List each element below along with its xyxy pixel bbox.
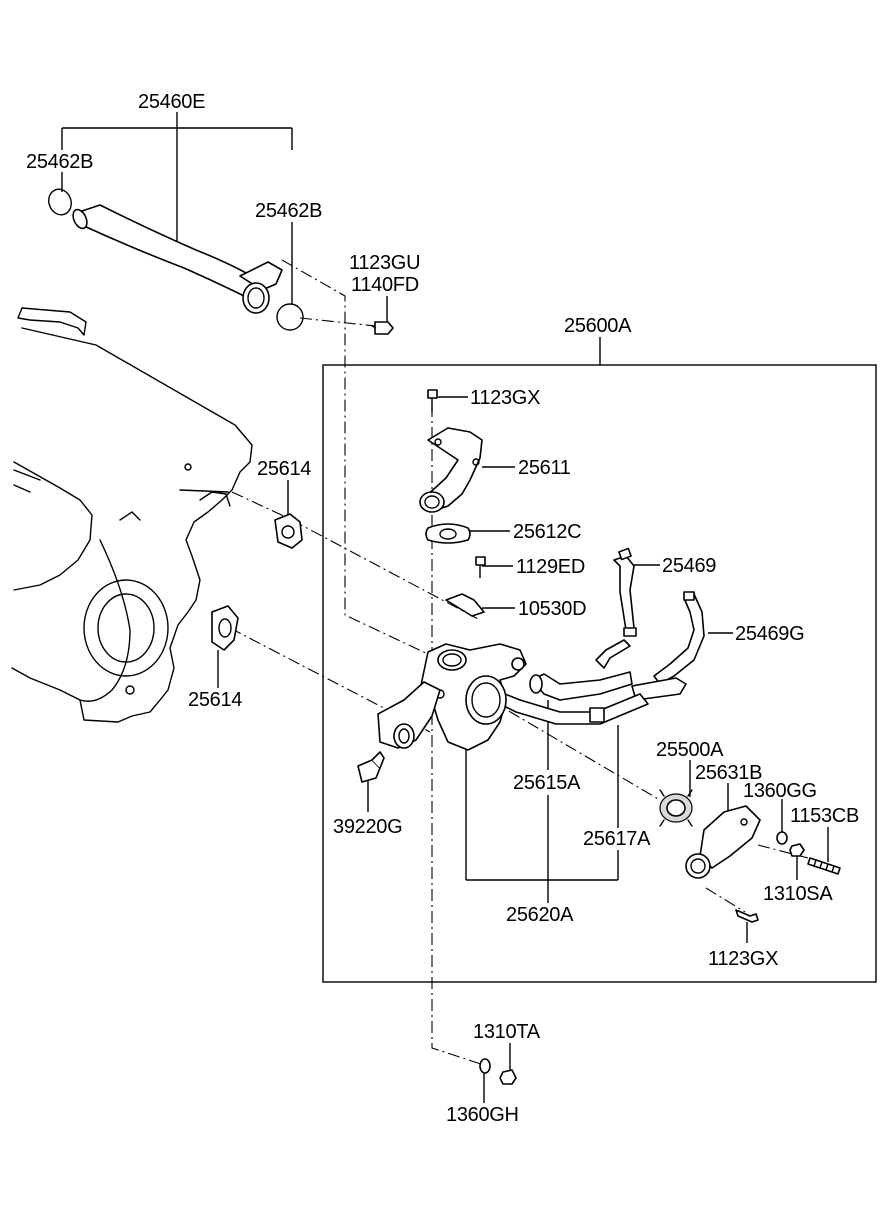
label-25460E: 25460E — [138, 91, 205, 113]
label-10530D: 10530D — [518, 598, 586, 620]
gasket-25462B-left — [48, 188, 72, 216]
water-pipe-25460E — [72, 204, 283, 314]
gasket-25612C — [425, 523, 471, 544]
washer-1360GG — [776, 831, 788, 845]
label-25462B-left: 25462B — [26, 151, 93, 173]
hose-25469 — [595, 547, 637, 669]
label-1123GX-bottom: 1123GX — [708, 948, 778, 970]
label-25500A: 25500A — [656, 739, 724, 761]
gasket-25614-top — [274, 513, 303, 549]
label-25614-bottom: 25614 — [188, 689, 242, 711]
water-inlet-25631B — [685, 805, 761, 879]
label-25615A: 25615A — [513, 772, 581, 794]
gasket-25614-bottom — [211, 605, 239, 651]
label-1310TA: 1310TA — [473, 1021, 541, 1043]
pipe-25617A — [495, 691, 649, 725]
bolt-1123GX-bottom — [735, 909, 759, 923]
label-1153CB: 1153CB — [790, 805, 859, 827]
part-labels: 25460E 25462B 25462B 1123GU 1140FD 25600… — [26, 91, 859, 1126]
label-25614-top: 25614 — [257, 458, 311, 480]
label-1360GG: 1360GG — [743, 780, 817, 802]
label-39220G: 39220G — [333, 816, 402, 838]
nut-1310SA — [789, 843, 805, 857]
label-1310SA: 1310SA — [763, 883, 833, 905]
sensor-39220G — [357, 751, 385, 783]
nut-1310TA — [499, 1069, 517, 1085]
label-25462B-right: 25462B — [255, 200, 322, 222]
washer-1360GH — [479, 1058, 491, 1074]
hose-25615A — [529, 671, 633, 701]
label-25631B: 25631B — [695, 762, 762, 784]
hose-25469G — [631, 591, 705, 701]
bracket-10530D — [445, 593, 485, 617]
label-25612C: 25612C — [513, 521, 581, 543]
thermostat-25500A — [659, 789, 693, 827]
label-25620A: 25620A — [506, 904, 574, 926]
bolt-1123GU — [371, 321, 394, 335]
label-25469: 25469 — [662, 555, 716, 577]
bolt-1129ED — [475, 556, 486, 578]
label-1129ED: 1129ED — [516, 556, 585, 578]
label-25611: 25611 — [518, 457, 571, 479]
leader-lines — [61, 112, 829, 1103]
gasket-25462B-right — [276, 303, 304, 331]
label-1360GH: 1360GH — [446, 1104, 519, 1126]
label-1123GU: 1123GU — [349, 252, 420, 274]
label-1123GX-top: 1123GX — [470, 387, 540, 409]
engine-block — [11, 307, 253, 723]
bolt-1123GX-top — [427, 389, 438, 412]
thermostat-housing — [377, 643, 527, 751]
label-25600A: 25600A — [564, 315, 632, 337]
water-outlet-25611 — [419, 427, 483, 513]
label-1140FD: 1140FD — [351, 274, 419, 296]
label-25469G: 25469G — [735, 623, 804, 645]
label-25617A: 25617A — [583, 828, 651, 850]
stud-1153CB — [807, 857, 841, 875]
